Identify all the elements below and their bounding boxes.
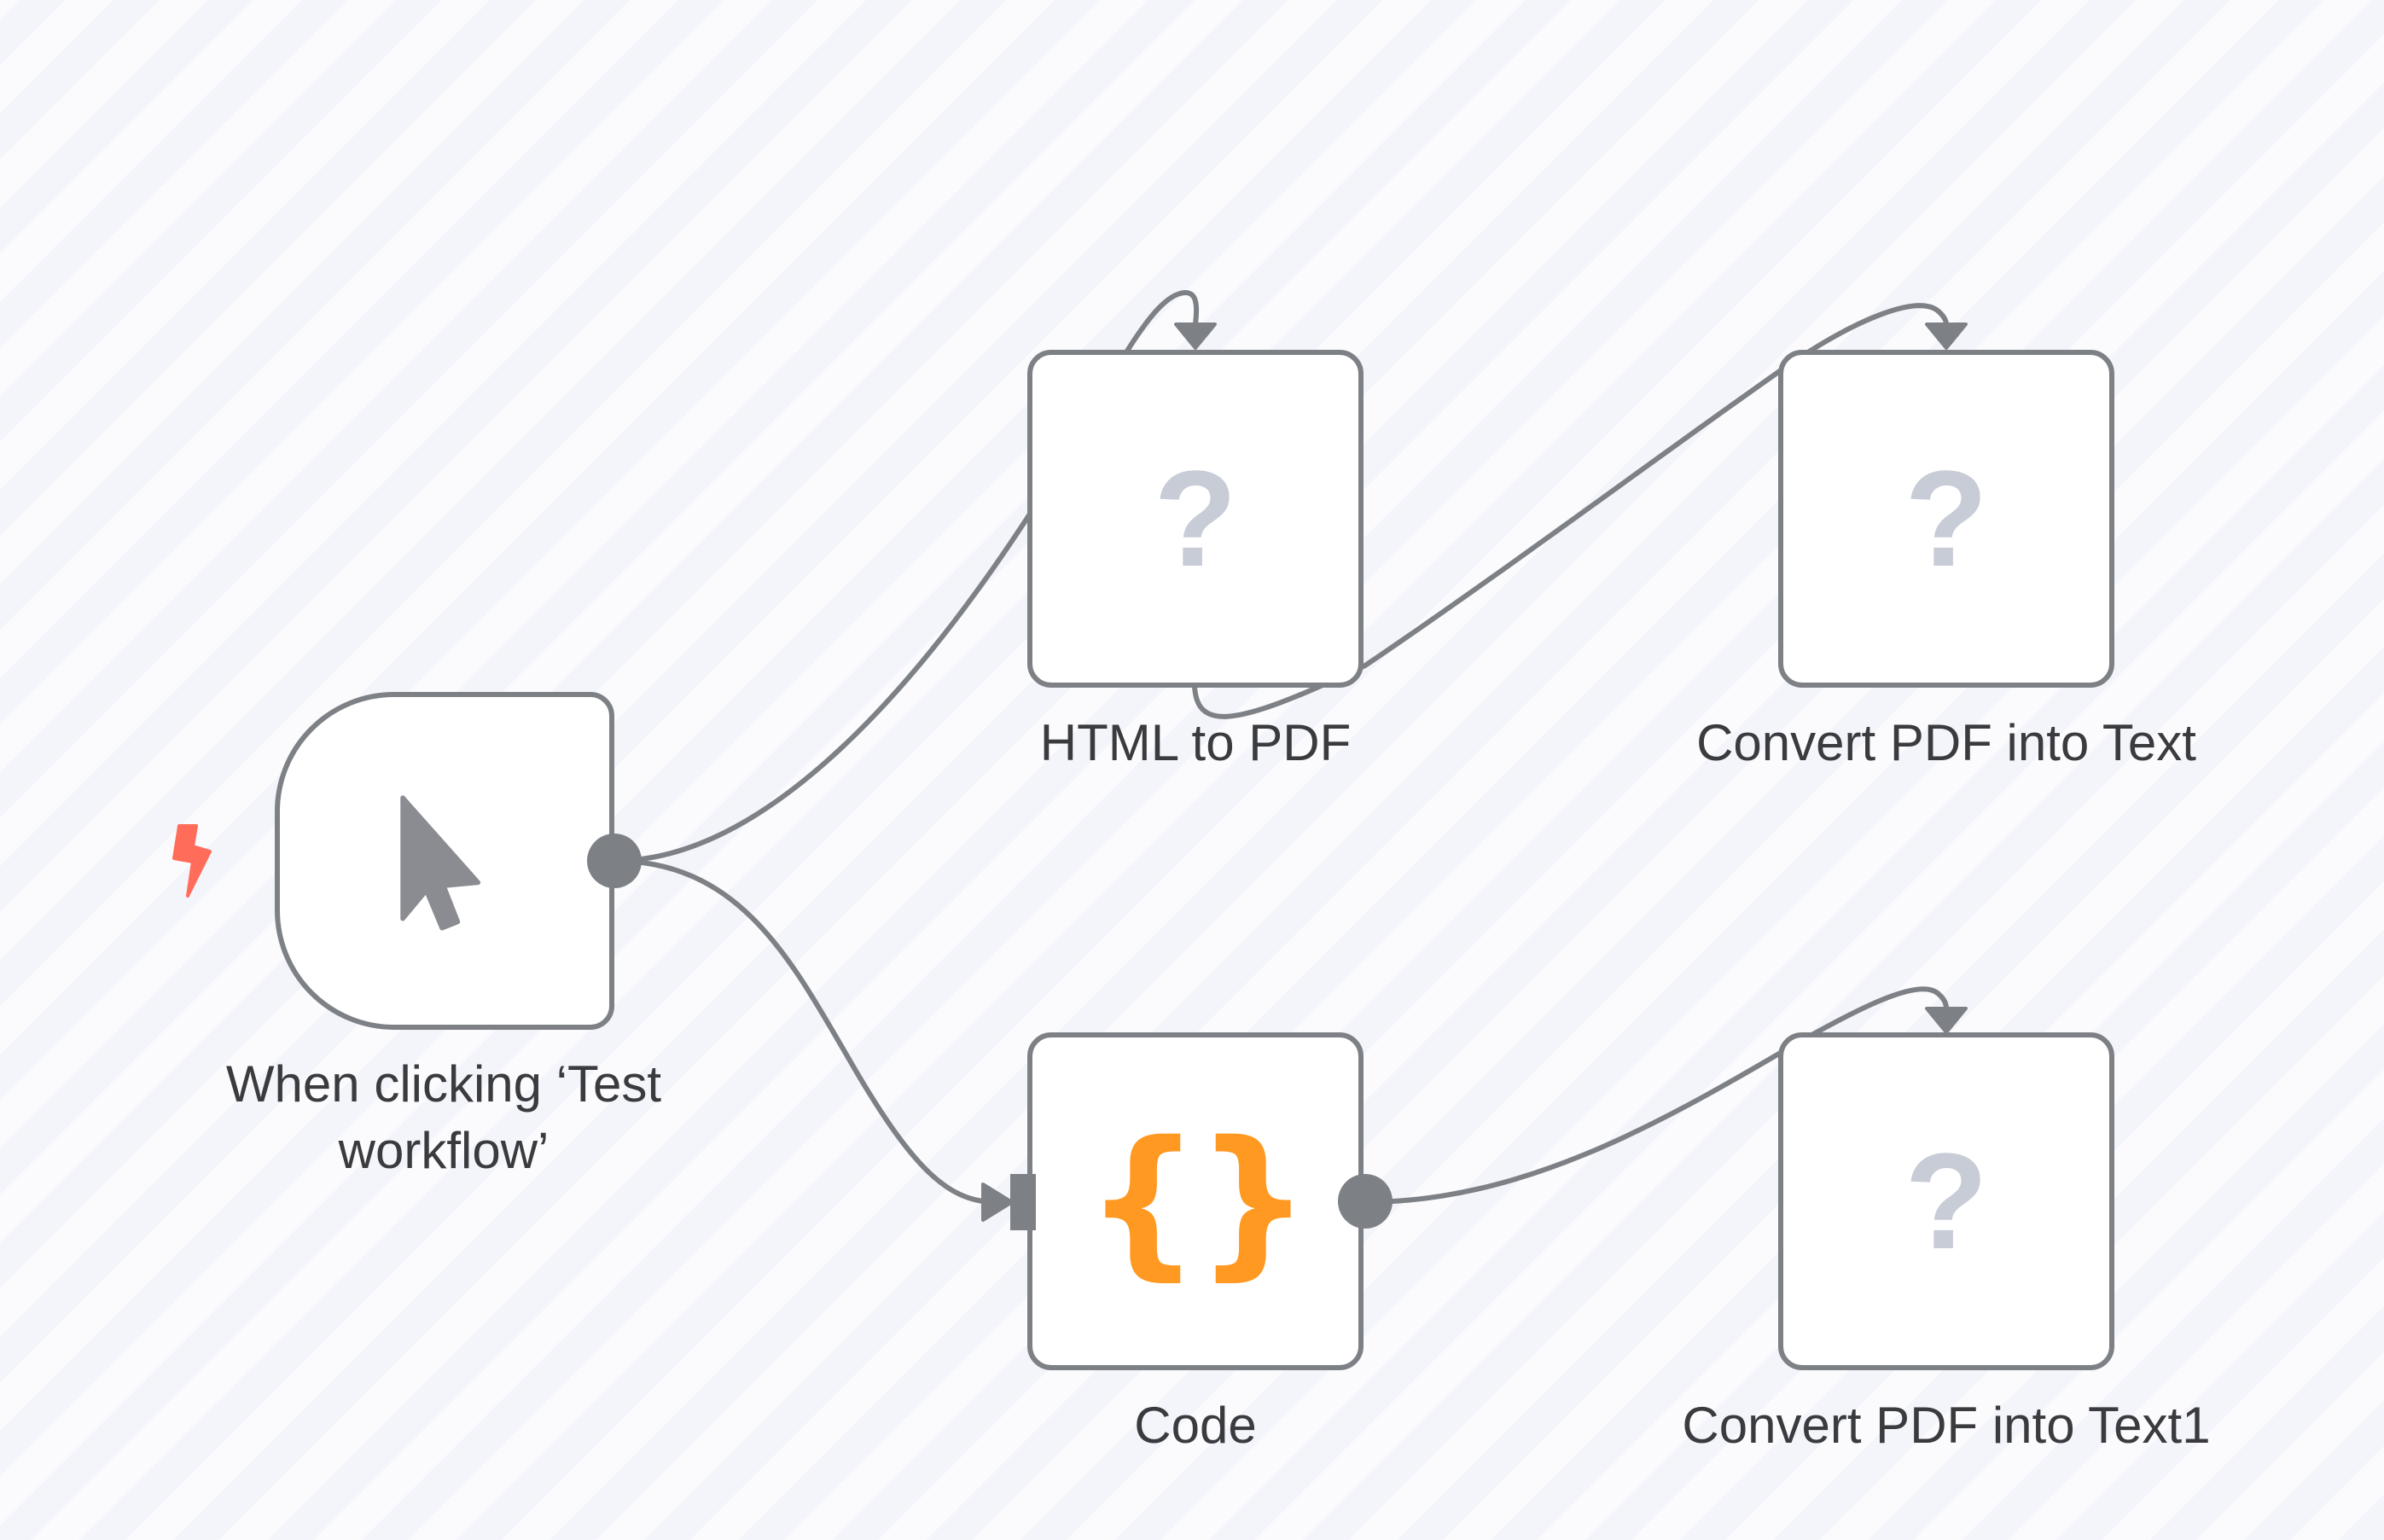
label-line: When clicking ‘Test — [225, 1055, 662, 1113]
node-label-convert-pdf-into-text1: Convert PDF into Text1 — [1682, 1397, 2211, 1454]
arrowhead-icon — [1925, 1007, 1968, 1034]
node-convert-pdf-into-text[interactable]: ? — [1778, 350, 2114, 688]
code-output-handle[interactable] — [1338, 1174, 1393, 1229]
question-mark-icon: ? — [1154, 442, 1237, 595]
node-convert-pdf-into-text1[interactable]: ? — [1778, 1032, 2114, 1370]
arrowhead-icon — [1174, 323, 1217, 350]
code-input-handle[interactable] — [1010, 1174, 1036, 1230]
code-braces-icon: {} — [1084, 1107, 1311, 1295]
node-label-trigger: When clicking ‘Test workflow’ — [226, 1051, 661, 1184]
node-code[interactable]: {} — [1027, 1032, 1364, 1370]
connection-html_to_pdf-to-convert_pdf_text[interactable] — [1191, 303, 1949, 719]
arrowhead-icon — [981, 1183, 1014, 1222]
trigger-bolt-icon — [172, 824, 212, 898]
node-label-convert-pdf-into-text: Convert PDF into Text — [1696, 714, 2196, 771]
trigger-output-handle[interactable] — [587, 834, 642, 888]
node-html-to-pdf[interactable]: ? — [1027, 350, 1364, 688]
node-label-html-to-pdf: HTML to PDF — [1039, 714, 1352, 771]
node-manual-trigger[interactable] — [275, 692, 614, 1030]
node-label-code: Code — [1134, 1397, 1257, 1454]
connection-trigger-to-code[interactable] — [612, 858, 992, 1205]
arrowhead-icon — [1925, 323, 1968, 350]
question-mark-icon: ? — [1904, 442, 1988, 595]
question-mark-icon: ? — [1904, 1124, 1988, 1277]
label-line: workflow’ — [338, 1122, 549, 1179]
mouse-pointer-icon — [400, 795, 481, 931]
